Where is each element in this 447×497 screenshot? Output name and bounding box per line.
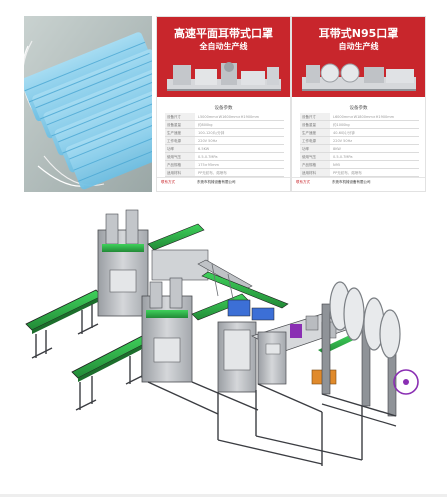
brochure-table-title: 设备参数 — [214, 106, 233, 111]
conveyor-lower — [71, 333, 153, 411]
brochure-table-title: 设备参数 — [349, 106, 368, 111]
brochure-machine-image — [167, 62, 281, 91]
bottom-border — [0, 494, 447, 497]
footer-contact: 联系方式 — [296, 180, 310, 184]
spec-key: 使用气压 — [165, 153, 195, 160]
spec-key: 生产速度 — [300, 129, 330, 136]
spec-key: 生产速度 — [165, 129, 195, 136]
spec-value: 8KW — [333, 147, 341, 151]
brochure-machine-image — [302, 63, 416, 91]
spec-value: 约1000kg — [333, 123, 350, 127]
table-row: 设备重量约1000kg — [300, 121, 419, 129]
spec-key: 功率 — [165, 145, 195, 152]
mask-photo — [24, 16, 152, 192]
spec-key: 设备重量 — [165, 121, 195, 128]
spec-value: 6.5KW — [198, 147, 210, 151]
spec-value: 0.5-0.7MPa — [333, 155, 353, 159]
spec-key: 产品规格 — [165, 161, 195, 168]
base-frame — [147, 381, 363, 466]
spec-key: 设备尺寸 — [165, 113, 195, 120]
spec-value: L5000mm×W1600mm×H1900mm — [198, 115, 260, 119]
brochure-title: 耳带式N95口罩 — [318, 27, 399, 40]
control-cabinet — [217, 299, 275, 393]
spec-key: 设备尺寸 — [300, 113, 330, 120]
spec-key: 工作电源 — [165, 137, 195, 144]
footer-company: 东莞市机械设备有限公司 — [332, 180, 371, 184]
spec-value: PP无纺布、熔喷布 — [198, 171, 227, 175]
production-line-drawing — [25, 209, 419, 466]
spec-value: 100-120片/分钟 — [198, 131, 225, 135]
brochure-header: 高速平面耳带式口罩 全自动生产线 — [157, 17, 290, 97]
spec-key: 适用材料 — [300, 169, 330, 176]
brochure-footer: 联系方式 东莞市机械设备有限公司 — [292, 177, 425, 191]
brochure-subtitle: 自动生产线 — [338, 42, 379, 51]
material-roll-stands — [321, 281, 419, 427]
footer-contact: 联系方式 — [161, 180, 175, 184]
spec-key: 功率 — [300, 145, 330, 152]
forming-station-lower — [141, 277, 249, 383]
spec-key: 设备重量 — [300, 121, 330, 128]
spec-value: L6000mm×W1800mm×H1900mm — [333, 115, 395, 119]
spec-key: 适用材料 — [165, 169, 195, 176]
brochure-subtitle: 全自动生产线 — [199, 42, 248, 51]
transfer-conveyor — [197, 259, 289, 309]
spec-value: 175×95mm — [198, 163, 219, 167]
forming-station-upper — [97, 209, 209, 317]
spec-key: 使用气压 — [300, 153, 330, 160]
spec-key: 产品规格 — [300, 161, 330, 168]
mask-photo-graphic — [24, 16, 152, 192]
footer-company: 东莞市机械设备有限公司 — [197, 180, 236, 184]
spec-value: PP无纺布、熔喷布 — [333, 171, 362, 175]
spec-value: N95 — [333, 163, 341, 167]
brochure-footer: 联系方式 东莞市机械设备有限公司 — [157, 177, 290, 191]
spec-key: 工作电源 — [300, 137, 330, 144]
spec-value: 220V 50Hz — [198, 139, 218, 143]
conveyor-upper — [25, 289, 103, 359]
spec-value: 40-60片/分钟 — [333, 131, 355, 135]
brochure-header: 耳带式N95口罩 自动生产线 — [292, 17, 425, 97]
brochure-title: 高速平面耳带式口罩 — [174, 27, 273, 40]
spec-value: 220V 50Hz — [333, 139, 353, 143]
spec-value: 0.5-0.7MPa — [198, 155, 218, 159]
table-row: 设备重量约800kg — [165, 121, 284, 129]
spec-value: 约800kg — [198, 123, 213, 127]
